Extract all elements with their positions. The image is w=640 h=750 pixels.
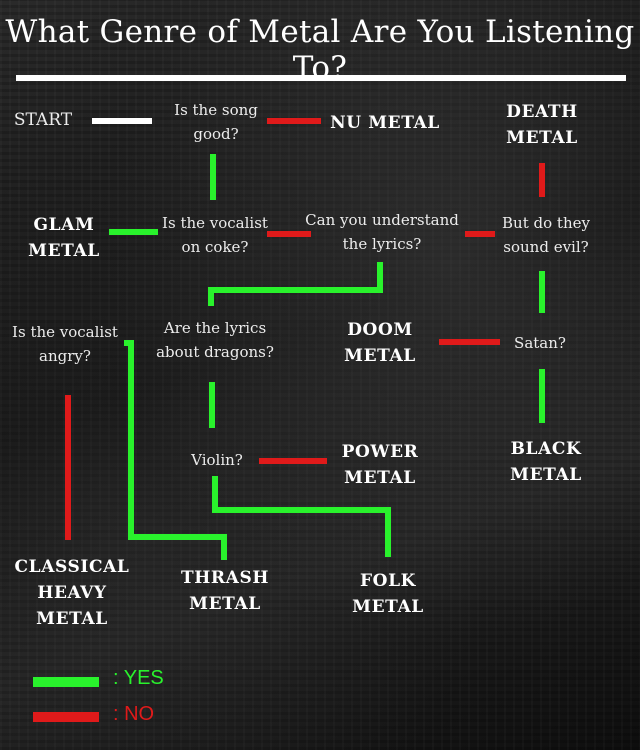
answer-glam-metal: GLAM METAL (28, 215, 100, 261)
question-sound-evil: But do they sound evil? (502, 214, 590, 256)
answer-nu-metal: NU METAL (330, 113, 440, 133)
legend-no-swatch (33, 712, 99, 722)
answer-doom-metal: DOOM METAL (344, 320, 416, 366)
question-song-good: Is the song good? (174, 101, 258, 143)
answer-thrash-metal: THRASH METAL (181, 568, 269, 614)
question-vocalist-angry: Is the vocalist angry? (12, 323, 118, 365)
question-violin: Violin? (191, 451, 243, 469)
legend-no-label: : NO (113, 703, 155, 725)
start-label: START (13, 110, 73, 130)
diagram-title: What Genre of Metal Are You Listening To… (5, 14, 635, 86)
answer-black-metal: BLACK METAL (510, 439, 582, 485)
legend-yes-label: : YES (113, 667, 164, 689)
answer-classical-heavy-metal: CLASSICAL HEAVY METAL (14, 557, 130, 629)
question-satan: Satan? (514, 334, 566, 352)
legend-yes-swatch (33, 677, 99, 687)
answer-death-metal: DEATH METAL (506, 102, 578, 148)
question-lyrics-dragons: Are the lyrics about dragons? (156, 319, 274, 361)
answer-power-metal: POWER METAL (341, 442, 419, 488)
connector-yes-folk (212, 476, 391, 557)
title-underline (16, 75, 626, 81)
connector-yes-dragons (208, 262, 383, 306)
question-understand-lyrics: Can you understand the lyrics? (305, 211, 459, 253)
answer-folk-metal: FOLK METAL (352, 571, 424, 617)
question-vocalist-coke: Is the vocalist on coke? (162, 214, 268, 256)
connector-yes-thrash (124, 340, 227, 560)
